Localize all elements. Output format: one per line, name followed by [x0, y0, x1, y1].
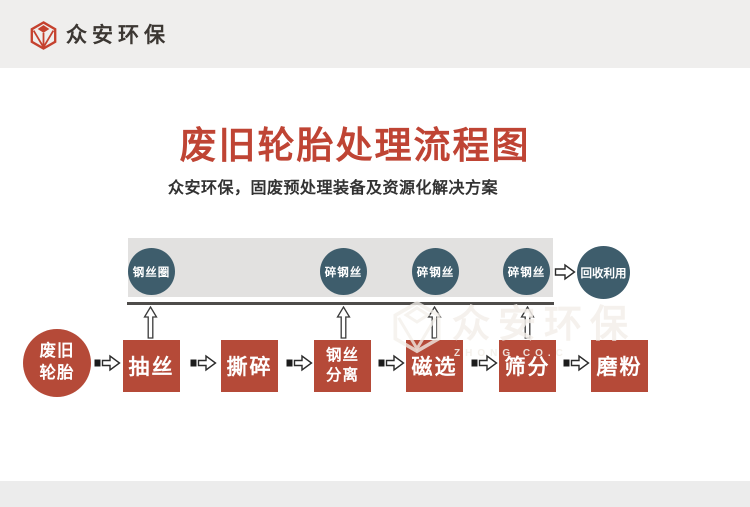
right-arrow-icon — [563, 354, 590, 372]
page-title: 废旧轮胎处理流程图 — [179, 125, 531, 166]
up-arrow-icon — [143, 306, 158, 339]
right-arrow-icon — [286, 354, 313, 372]
right-arrow-icon — [94, 354, 121, 372]
result-circle-recycle: 回收利用 — [577, 246, 630, 299]
step-box-magnetic-separation: 磁选 — [406, 340, 463, 392]
byproduct-circle-scrap-wire-3: 碎钢丝 — [503, 248, 550, 295]
step-label: 抽丝 — [128, 356, 175, 379]
step-box-shredding: 撕碎 — [221, 340, 278, 392]
source-label-line2: 轮胎 — [39, 364, 75, 382]
up-arrow-icon — [427, 306, 442, 339]
step-label: 筛分 — [504, 356, 551, 379]
right-arrow-icon — [471, 354, 498, 372]
footer-bar — [0, 481, 750, 507]
page-subtitle: 众安环保，固废预处理装备及资源化解决方案 — [167, 180, 498, 197]
step-box-wire-drawing: 抽丝 — [123, 340, 180, 392]
step-label: 撕碎 — [226, 356, 273, 379]
logo-hexagon-icon — [30, 21, 57, 50]
source-label-line1: 废旧 — [39, 342, 75, 361]
step-label: 磁选 — [411, 356, 458, 379]
logo-text: 众安环保 — [66, 24, 170, 47]
logo[interactable]: 众安环保 — [30, 21, 170, 50]
up-arrow-icon — [520, 306, 535, 339]
right-arrow-icon — [378, 354, 405, 372]
byproduct-circle-scrap-wire-2: 碎钢丝 — [412, 248, 459, 295]
watermark-text: 众安环保 — [452, 304, 637, 346]
step-box-screening: 筛分 — [499, 340, 556, 392]
step-label: 钢丝分离 — [325, 346, 359, 384]
byproduct-circle-scrap-wire-1: 碎钢丝 — [320, 248, 367, 295]
byproduct-circle-steel-ring: 钢丝圈 — [128, 248, 175, 295]
hollow-right-arrow-icon — [554, 263, 576, 281]
header-bar — [0, 0, 750, 68]
divider-line — [127, 302, 554, 305]
source-circle-waste-tire: 废旧 轮胎 — [23, 329, 91, 397]
right-arrow-icon — [190, 354, 217, 372]
step-box-wire-separation: 钢丝分离 — [314, 340, 371, 392]
step-box-grinding: 磨粉 — [591, 340, 648, 392]
up-arrow-icon — [336, 306, 351, 339]
step-label: 磨粉 — [596, 356, 643, 379]
